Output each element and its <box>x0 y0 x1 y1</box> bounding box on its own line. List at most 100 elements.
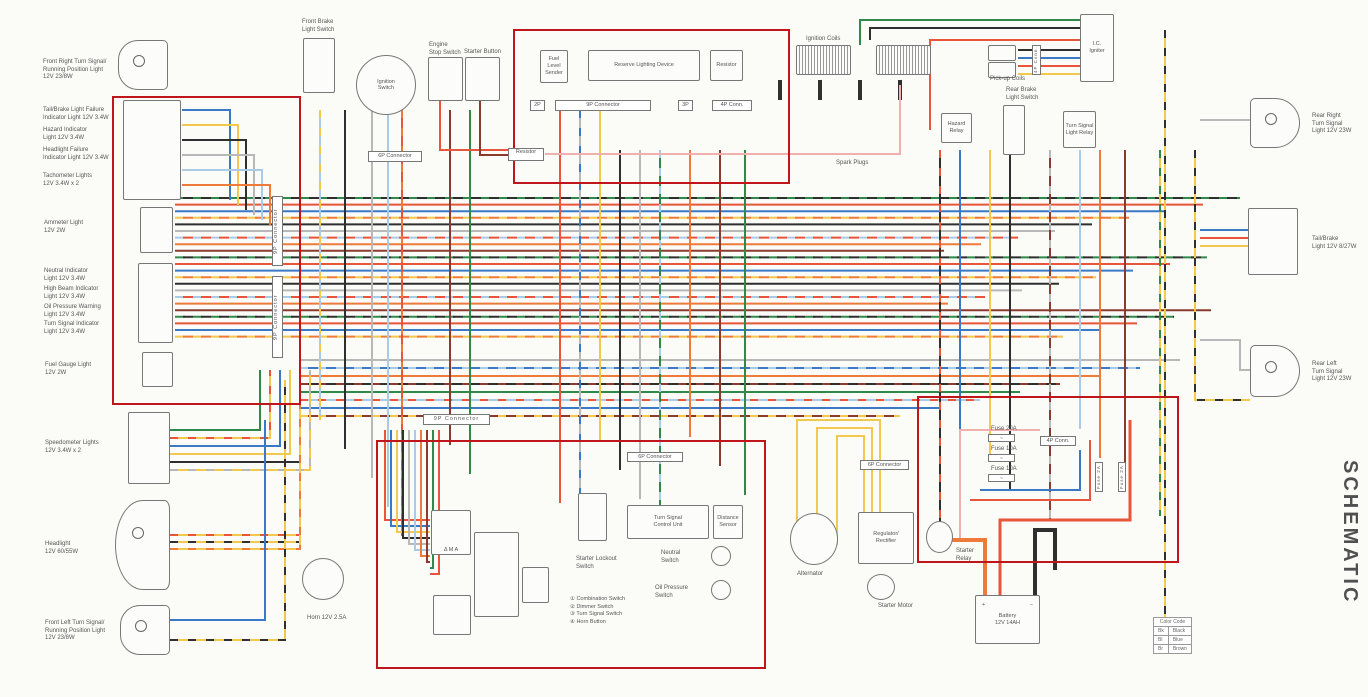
front-brake-switch-label: Front Brake Light Switch <box>302 19 335 33</box>
starter-motor-label: Starter Motor <box>878 603 914 609</box>
ignition-coil-2 <box>876 45 931 75</box>
ignition-coils-label: Ignition Coils <box>806 36 841 42</box>
switch-legend: ① Combination Switch ② Dimmer Switch ③ T… <box>570 596 625 626</box>
turn-signal-indicator-label: Turn Signal Indicator Light 12V 3.4W <box>44 321 100 335</box>
wire <box>170 360 301 550</box>
starter-motor <box>867 574 895 600</box>
neutral-switch-label: Neutral Switch <box>661 550 681 564</box>
wire <box>970 440 1091 501</box>
wire <box>950 538 987 600</box>
highlight-fuse-box <box>917 396 1179 563</box>
headlight-lamp <box>115 500 170 590</box>
front-left-turn-label: Front Left Turn Signal/ Running Position… <box>45 620 106 641</box>
wire <box>836 435 865 545</box>
wire <box>396 430 430 533</box>
rear-right-turn-label: Rear Right Turn Signal Light 12V 23W <box>1312 113 1352 134</box>
wire <box>182 124 239 205</box>
regulator-rectifier: Regulator/ Rectifier <box>858 512 914 564</box>
fuse-10a-2: ~ <box>988 474 1015 482</box>
tail-brake-lamp <box>1248 208 1298 275</box>
ignition-switch: Ignition Switch <box>356 55 416 115</box>
4p-connector-top: 4P Conn. <box>712 100 752 111</box>
resistor-small: Resistor <box>508 148 544 161</box>
wire <box>479 100 508 156</box>
wire <box>980 450 1081 491</box>
ammeter-label: Ammeter Light 12V 2W <box>44 220 84 234</box>
wire <box>439 100 508 151</box>
rear-brake-switch-label: Rear Brake Light Switch <box>1006 87 1039 101</box>
wire <box>414 430 430 551</box>
code: Bl <box>1153 635 1169 645</box>
code: Bk <box>1153 626 1169 636</box>
wire <box>1194 150 1250 401</box>
tail-brake-label: Tail/Brake Light 12V 8/27W <box>1312 236 1357 250</box>
engine-stop-switch <box>428 57 463 101</box>
pickup-coil-2 <box>988 62 1016 78</box>
9p-connector-left-upper: 9P Connector <box>272 196 283 266</box>
neutral-indicator-label: Neutral Indicator Light 12V 3.4W <box>44 268 89 282</box>
highlight-reserve-lighting <box>513 29 790 184</box>
wire <box>1033 528 1057 600</box>
starter-lockout-label: Starter Lockout Switch <box>576 556 617 570</box>
oil-pressure-warning-label: Oil Pressure Warning Light 12V 3.4W <box>44 304 101 318</box>
6p-connector-bottom: 6P Connector <box>627 452 683 462</box>
engine-stop-label: Engine Stop Switch <box>429 42 461 56</box>
wire <box>998 420 1132 600</box>
combination-switch: Δ M A <box>431 510 471 555</box>
wire <box>430 430 434 569</box>
4p-connector-igniter: 4P Conn. <box>1032 45 1041 75</box>
wire <box>426 430 430 563</box>
fuse-2a-2: Fuse 2A <box>1118 462 1126 492</box>
resistor: Resistor <box>710 50 743 81</box>
horn-button <box>522 567 549 603</box>
color: Blue <box>1167 635 1193 645</box>
color: Brown <box>1167 644 1193 654</box>
3p-connector: 3P <box>678 100 693 111</box>
fuel-gauge-lamp <box>142 352 173 387</box>
ignition-coil-1 <box>796 45 851 75</box>
fuse-2a-1: Fuse 2A <box>1095 462 1103 492</box>
front-left-turn-lamp <box>120 605 170 655</box>
code: Br <box>1153 644 1169 654</box>
pickup-coils-label: Pick-up Coils <box>990 76 1026 82</box>
ic-igniter: I.C. Igniter <box>1080 14 1114 82</box>
rear-left-turn-label: Rear Left Turn Signal Light 12V 23W <box>1312 361 1352 382</box>
spark-plugs-label: Spark Plugs <box>836 160 869 166</box>
speedometer-lamps <box>128 412 170 484</box>
wire <box>545 85 901 155</box>
fuel-level-sender: Fuel Level Sender <box>540 50 568 83</box>
fuse-10a-1: ~ <box>988 454 1015 462</box>
reserve-lighting-device: Reserve Lighting Device <box>588 50 700 81</box>
legend-item: ① Combination Switch <box>570 596 626 602</box>
wire <box>170 370 311 471</box>
tachometer-label: Tachometer Lights 12V 3.4W x 2 <box>43 173 93 187</box>
wire <box>816 427 873 545</box>
wire <box>170 370 281 447</box>
color-code-title: Color Code <box>1152 617 1193 627</box>
turn-signal-relay: Turn Signal Light Relay <box>1063 111 1096 148</box>
wire <box>170 370 271 439</box>
wire <box>182 184 271 225</box>
rear-right-turn-lamp <box>1250 98 1300 148</box>
wire <box>1194 150 1250 401</box>
horn-label: Horn 12V 2.5A <box>307 615 347 621</box>
6p-connector-top: 6P Connector <box>368 151 422 162</box>
starter-button <box>465 57 500 101</box>
highlight-instrument-cluster <box>112 96 301 405</box>
legend-item: ② Dimmer Switch <box>570 603 614 610</box>
indicator-cluster-lower <box>138 263 173 343</box>
wire <box>430 430 440 575</box>
9p-connector-bottom: 9P Connector <box>423 414 490 425</box>
wire <box>1200 339 1255 371</box>
fuel-gauge-label: Fuel Gauge Light 12V 2W <box>45 362 92 376</box>
high-beam-label: High Beam Indicator Light 12V 3.4W <box>44 286 99 300</box>
horn <box>302 558 344 600</box>
oil-pressure-switch <box>711 580 731 600</box>
dimmer-switch <box>433 595 471 635</box>
front-right-turn-lamp <box>118 40 168 90</box>
